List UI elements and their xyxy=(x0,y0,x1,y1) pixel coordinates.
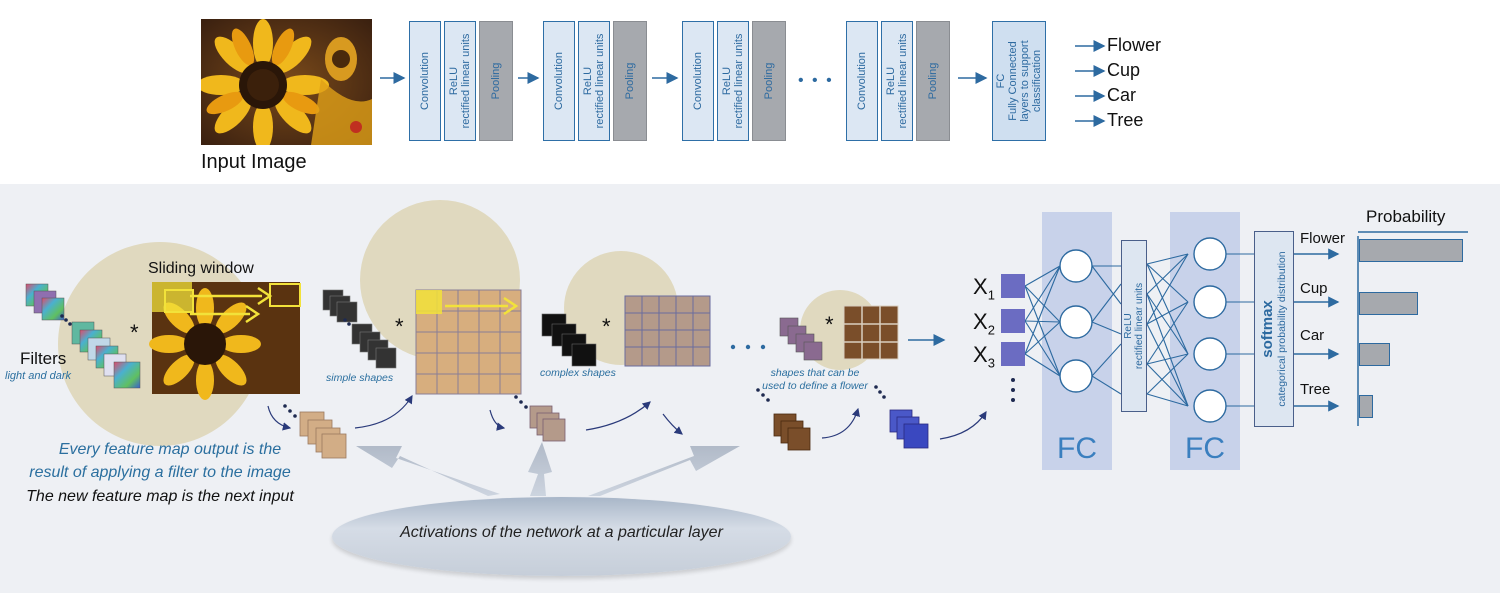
relu-layer-2: ReLU rectified linear units xyxy=(578,21,610,141)
pool-layer-2: Pooling xyxy=(613,21,647,141)
asterisk-2: * xyxy=(395,314,404,339)
conv-layer-2: Convolution xyxy=(543,21,575,141)
softmax-title: softmax xyxy=(1259,300,1276,358)
sliding-window-label: Sliding window xyxy=(148,260,254,277)
feature-grid-2 xyxy=(624,295,711,367)
output-label-cup: Cup xyxy=(1107,60,1141,80)
input-x3-sub: 3 xyxy=(987,355,995,371)
prob-bar-cup xyxy=(1359,292,1418,315)
curve-arrow-7 xyxy=(939,410,987,440)
asterisk-1: * xyxy=(130,320,139,345)
output-label-car: Car xyxy=(1107,85,1137,105)
prob-bar-flower xyxy=(1359,239,1463,262)
input-x1-base: X xyxy=(973,274,988,299)
softmax-layer-text: softmax categorical probability distribu… xyxy=(1259,251,1288,407)
prob-bar-car xyxy=(1359,343,1390,366)
conv-layer-4: Convolution xyxy=(846,21,878,141)
input-x1-label: X1 xyxy=(973,274,995,302)
input-x2-node xyxy=(1001,309,1025,333)
feature-grid-3 xyxy=(843,305,899,360)
fc-label-2: FC xyxy=(1185,432,1225,465)
conv-layer-3: Convolution xyxy=(682,21,714,141)
relu-layer-1: ReLU rectified linear units xyxy=(444,21,476,141)
complex-shapes-label: complex shapes xyxy=(540,367,616,379)
probability-title: Probability xyxy=(1366,207,1446,226)
activations-label: Activations of the network at a particul… xyxy=(400,524,723,541)
complex-shapes-filters xyxy=(541,313,597,367)
input-x3-label: X3 xyxy=(973,342,995,370)
top-ellipsis: • • • xyxy=(798,72,834,89)
flower-shape-filters xyxy=(779,317,823,361)
fc1-node-1 xyxy=(1059,249,1093,283)
input-x1-sub: 1 xyxy=(987,287,995,303)
input-x2-sub: 2 xyxy=(987,322,995,338)
output-label-tree: Tree xyxy=(1107,110,1144,130)
filters-label: Filters xyxy=(20,349,67,368)
pool-layer-3: Pooling xyxy=(752,21,786,141)
relu-layer-bottom-label: ReLU rectified linear units xyxy=(1123,282,1145,370)
caption-feature-map-line2: result of applying a filter to the image xyxy=(29,464,291,481)
fc1-node-2 xyxy=(1059,305,1093,339)
input-x2-label: X2 xyxy=(973,309,995,337)
caption-next-input: The new feature map is the next input xyxy=(26,488,294,505)
class-label-flower: Flower xyxy=(1300,230,1346,247)
feature-map-stack-1 xyxy=(299,411,347,459)
simple-shapes-label: simple shapes xyxy=(326,372,394,384)
curve-arrow-3 xyxy=(489,409,506,431)
curve-arrow-2 xyxy=(354,394,413,429)
asterisk-3: * xyxy=(602,314,611,339)
feature-grid-1 xyxy=(415,289,522,395)
network-nodes xyxy=(1059,237,1227,423)
feature-map-stack-3 xyxy=(773,413,811,451)
input-x3-node xyxy=(1001,342,1025,366)
bottom-diagram xyxy=(25,200,1468,496)
input-x2-base: X xyxy=(973,309,988,334)
fc1-node-3 xyxy=(1059,359,1093,393)
class-label-tree: Tree xyxy=(1300,381,1331,398)
top-arrows xyxy=(380,40,1106,127)
fc-label-1: FC xyxy=(1057,432,1097,465)
fc2-node-4 xyxy=(1193,389,1227,423)
pool-layer-1: Pooling xyxy=(479,21,513,141)
curve-arrow-4 xyxy=(585,401,651,431)
relu-layer-bottom: ReLU rectified linear units xyxy=(1121,240,1147,412)
sliding-window-image xyxy=(149,282,301,400)
curve-arrow-1 xyxy=(267,405,292,431)
fc-layer-top: FC Fully Connected layers to support cla… xyxy=(992,21,1046,141)
fc2-node-1 xyxy=(1193,237,1227,271)
output-label-flower: Flower xyxy=(1107,35,1162,55)
fc2-node-3 xyxy=(1193,337,1227,371)
input-image-label: Input Image xyxy=(201,151,307,173)
activation-pointers xyxy=(356,442,740,496)
flower-shapes-label: shapes that can be used to define a flow… xyxy=(762,367,868,392)
curve-arrow-6 xyxy=(821,407,860,439)
class-label-cup: Cup xyxy=(1300,280,1328,297)
asterisk-4: * xyxy=(825,312,834,337)
softmax-layer: softmax categorical probability distribu… xyxy=(1254,231,1294,427)
fc2-node-2 xyxy=(1193,285,1227,319)
feature-map-stack-4 xyxy=(889,409,929,449)
relu-layer-4: ReLU rectified linear units xyxy=(881,21,913,141)
feature-map-stack-2 xyxy=(529,405,566,442)
curve-arrow-5 xyxy=(662,413,683,435)
relu-layer-3: ReLU rectified linear units xyxy=(717,21,749,141)
filters-stack xyxy=(25,283,141,389)
simple-shapes-filters xyxy=(322,289,397,369)
prob-bar-tree xyxy=(1359,395,1373,418)
conv-layer-1: Convolution xyxy=(409,21,441,141)
pool-layer-4: Pooling xyxy=(916,21,950,141)
input-image-sunflower xyxy=(201,19,372,145)
softmax-subtitle: categorical probability distribution xyxy=(1276,251,1288,407)
filters-sublabel: light and dark xyxy=(5,370,72,382)
class-label-car: Car xyxy=(1300,327,1325,344)
input-x1-node xyxy=(1001,274,1025,298)
activations-ellipse: Activations of the network at a particul… xyxy=(332,497,791,576)
caption-feature-map-line1: Every feature map output is the xyxy=(58,441,282,458)
input-x3-base: X xyxy=(973,342,988,367)
network-connections xyxy=(1024,253,1254,407)
